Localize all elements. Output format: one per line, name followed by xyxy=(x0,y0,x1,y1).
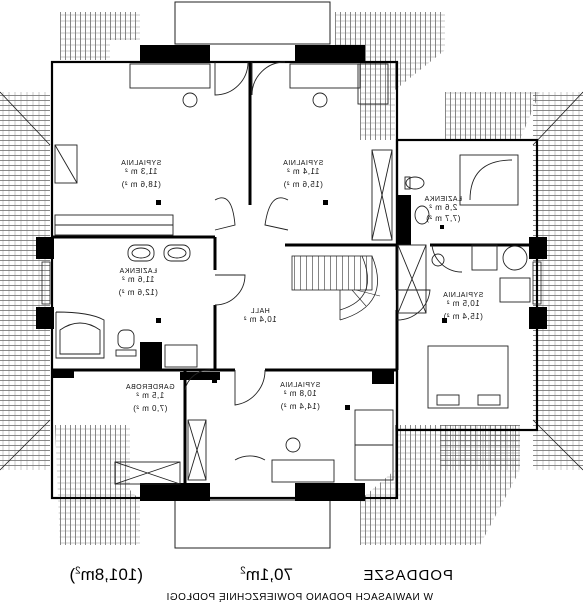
roof-ne xyxy=(335,12,445,140)
plan-subtitle: W NAWIASACH PODANO POWIERZCHNIĘ PODŁOGI xyxy=(166,592,433,603)
toilet-ne-icon xyxy=(405,176,425,190)
room-wardrobe: GARDEROBA 1,5 m ² (7,0 m ²) xyxy=(125,384,175,413)
bed-nc-cabinet xyxy=(357,63,389,105)
total-net-area: 70,1m2 xyxy=(240,565,293,584)
shelf-w xyxy=(164,344,198,368)
total-floor-area: (101,8m2) xyxy=(69,565,143,584)
room-bed-s: SYPIALNIA 10,8 m ² (14,4 m ²) xyxy=(279,382,321,411)
room-bath-ne: ŁAZIENKA 2,6 m ² (7,7 m ²) xyxy=(424,196,462,223)
ceiling-lights xyxy=(182,92,445,453)
roof-east-lower xyxy=(440,425,520,470)
door-bed-nc xyxy=(251,61,286,96)
roof-sw xyxy=(55,425,140,545)
room-bed-nc: SYPIALNIA 11,4 m ² (15,6 m ²) xyxy=(282,160,324,189)
wall-blocks xyxy=(36,45,547,501)
tub-ne xyxy=(459,154,519,206)
side-windows xyxy=(41,261,542,305)
bed-nc-wardrobe xyxy=(371,149,393,241)
corner-tub-w xyxy=(55,311,105,359)
bed-e-dresser xyxy=(499,277,531,303)
bed-e-unit xyxy=(471,244,498,271)
plan-title: PODDASZE xyxy=(362,567,453,584)
roof-east-upper xyxy=(445,92,540,140)
bed-nc-desk xyxy=(289,63,361,89)
room-bath-w: ŁAZIENKA 11,6 m ² (12,6 m ²) xyxy=(118,268,158,297)
fixtures xyxy=(54,63,531,485)
staircase xyxy=(291,255,381,321)
room-bed-e: SYPIALNIA 10,5 m ² (15,4 m ²) xyxy=(442,292,484,321)
toilet-w-icon xyxy=(117,329,135,349)
bed-e-wardrobe xyxy=(397,244,427,314)
bed-nw-bed xyxy=(54,144,78,184)
bed-e-bed xyxy=(427,345,509,409)
roof-east xyxy=(533,92,583,470)
bed-s-desk xyxy=(271,459,335,483)
roof-planes xyxy=(0,12,583,545)
wardrobe-cabinet xyxy=(187,419,207,481)
door-hall-nc xyxy=(264,197,289,231)
door-hall-nw xyxy=(214,197,236,231)
balcony-north xyxy=(174,1,331,45)
basin-w-1 xyxy=(127,244,155,262)
room-hall: HALL 10,4 m ² xyxy=(243,308,277,324)
room-bed-nw: SYPIALNIA 11,3 m ² (18,6 m ²) xyxy=(120,160,162,189)
balconies xyxy=(174,1,331,549)
washbasin-e-icon xyxy=(502,245,528,271)
door-bath-w xyxy=(214,274,246,306)
basin-w-2 xyxy=(163,244,191,262)
wardrobe-shelf xyxy=(114,461,181,485)
door-bed-nw xyxy=(214,61,249,96)
door-bed-s xyxy=(234,369,266,406)
dimension-markers xyxy=(156,200,447,410)
balcony-south xyxy=(174,499,331,549)
door-wardrobe xyxy=(184,369,211,391)
bed-nw-desk xyxy=(129,63,211,89)
door-bed-e xyxy=(396,289,431,321)
roof-nw xyxy=(60,12,140,60)
roof-west xyxy=(0,92,50,470)
sink-ne-icon xyxy=(414,205,430,225)
door-bed-s-2 xyxy=(234,455,266,461)
